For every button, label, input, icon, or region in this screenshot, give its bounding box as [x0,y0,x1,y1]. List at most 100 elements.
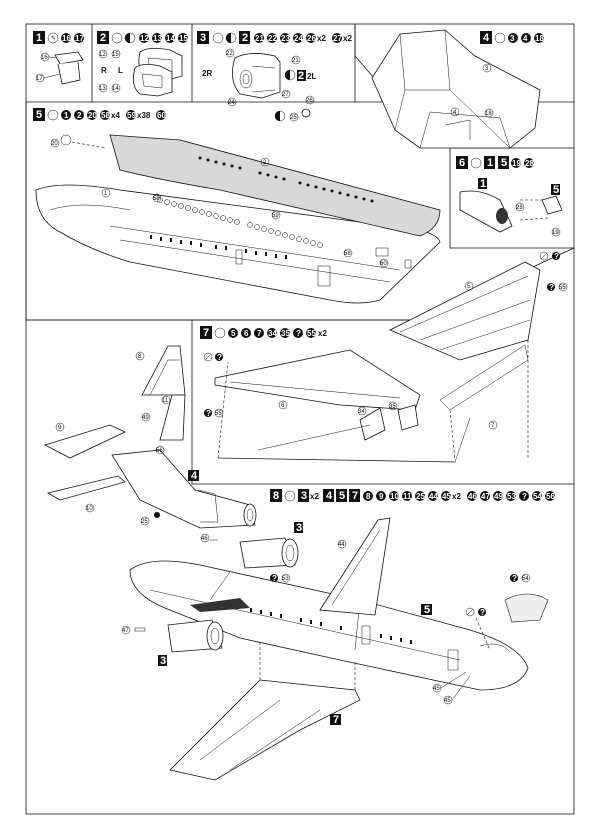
callout: 24 [228,100,235,106]
part-number: 59 [127,111,136,120]
side-label-left: 2L [307,72,316,81]
clear-window-strip [157,197,323,248]
part-number-list: 21 22 23 24 26 x2 27 x2 [254,33,352,43]
callout: 45 [433,686,440,692]
knife-icon [465,607,475,617]
part-number: 10 [390,492,399,501]
part-number: 45 [442,492,451,501]
part-number: 49 [494,492,503,501]
callout: 55 [559,285,566,291]
flap-fairing-part [397,404,419,431]
callout: 58 [153,196,160,202]
step-number: 6 [459,157,465,169]
part-number: 4 [523,34,528,43]
part-number: 58 [101,111,110,120]
stabilizer-lower-part [46,475,126,501]
window-row [250,608,412,644]
callout: 60 [380,261,387,267]
part-number: 14 [166,34,175,43]
glue-icon-glyph: ✎ [51,35,56,42]
quantity: x38 [137,111,151,120]
engine-left-part [239,537,296,569]
step-reference: 5 [339,490,345,502]
glue-icon [494,32,506,44]
stabilizer-part [43,424,126,459]
quantity: x2 [452,492,461,501]
callout: 59 [272,213,279,219]
callout: 45 [444,698,451,704]
engine-ref-left: 3L [296,522,309,534]
part-number: 8 [366,492,371,501]
part-number-list: 1 2 20 58 x4 59 x38 60 [61,110,166,120]
callout: 46 [201,536,208,542]
part-number: 53 [507,492,516,501]
vertical-fin-part [141,345,186,396]
question-icon: ? [549,283,554,292]
step-1: 1 ✎ 16 17 16 17 [33,31,84,85]
callout: 20 [51,141,58,147]
gear-bay-part [359,407,386,441]
step-6: 6 1 5 19 28 1 5 28 19 [456,156,563,237]
step-number: 1 [36,32,42,44]
callout: 12 [99,52,106,58]
antenna-part [134,627,146,632]
part-number: 22 [268,34,277,43]
callout: 14 [112,86,119,92]
callout: 19 [552,230,559,236]
step-reference: 4 [191,470,198,482]
callout: 35 [389,404,396,410]
engine-pylon [190,598,250,612]
window-dots [198,156,374,203]
gear-door-part [54,51,84,65]
callout: 26 [306,98,313,104]
step-number: 7 [203,327,209,339]
step-number-box [33,31,45,44]
callout: 21 [292,58,299,64]
part-number: 47 [481,492,490,501]
part-number: 44 [429,492,438,501]
fuselage-assembly [129,560,529,691]
quantity: x2 [317,34,326,43]
part-number: 23 [281,34,290,43]
part-number-list: 5 6 7 34 35 ? 55 x2 [228,328,327,338]
part-number: 3 [510,34,515,43]
nacelle-assembly [232,53,281,99]
side-label-left: L [118,66,123,75]
part-number: 18 [535,34,544,43]
step-reference: 2 [242,32,248,44]
window-row [150,235,287,259]
fin-root-part [159,394,186,441]
step-reference: 1 [480,178,486,190]
callout: 16 [41,55,48,61]
callout: 25 [141,519,148,525]
step-reference: 4 [326,490,333,502]
step-reference: 7 [352,490,358,502]
step-number: 5 [36,109,42,121]
step-number: 8 [273,490,279,502]
step-reference: 5 [553,184,559,196]
part-number: 5 [231,329,236,338]
main-wing-assembly [169,679,361,781]
part-number: 19 [512,159,521,168]
quantity: x4 [111,111,120,120]
step-8: 8 3 x2 4 5 7 8 9 10 11 25 44 45 x2 46 47… [121,489,555,781]
callout: 49 [142,415,149,421]
step-3: 3 2 21 22 23 24 26 x2 27 x2 22 2R 21 2 2… [197,31,352,122]
callout: 15 [112,52,119,58]
part-number: 34 [268,329,277,338]
knife-icon [203,352,213,362]
fuselage-half-part [35,184,441,304]
part-number: 6 [244,329,249,338]
part-number-list: 8 9 10 11 25 44 45 x2 46 47 49 53 ? 54 5… [363,491,555,501]
part-number: 9 [379,492,384,501]
callout: 54 [522,576,529,582]
step-7: 7 5 6 7 34 35 ? 55 x2 5 6 7 34 [200,251,568,463]
part-number: 35 [281,329,290,338]
knife-icon [539,251,549,261]
side-label-right: R [101,66,107,75]
callout: 53 [282,576,289,582]
step-4: 4 3 4 18 3 4 18 [371,29,544,149]
gear-well-part [57,61,81,85]
wing-ref: 7 [333,714,339,726]
wing-upper-part [389,261,541,361]
